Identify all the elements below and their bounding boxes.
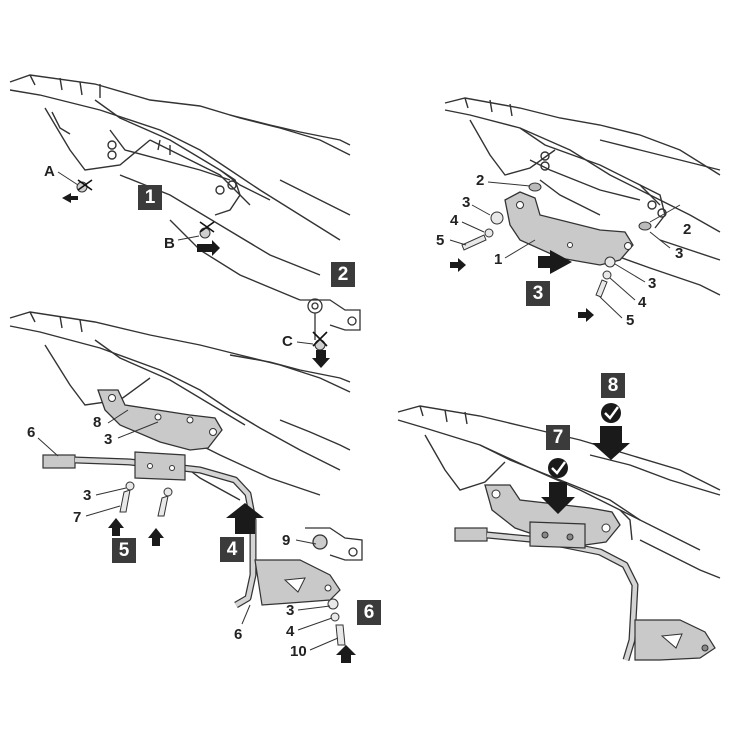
- bolt-c: [312, 331, 328, 351]
- motorcycle-rear-frame-1: [9, 74, 351, 301]
- callout-4-left: 4: [450, 212, 459, 229]
- arrow-icon: [108, 503, 356, 663]
- callout-3-right: 3: [648, 275, 657, 292]
- step-6: 6: [357, 600, 381, 625]
- bracket-c-detail-2: [305, 527, 363, 561]
- callout-3-bl: 3: [83, 487, 92, 504]
- callout-c: C: [282, 333, 293, 350]
- bolt-b: [199, 221, 215, 239]
- leader-lines-2: [449, 181, 681, 319]
- callout-6-top: 6: [27, 424, 36, 441]
- callout-7: 7: [73, 509, 82, 526]
- step-8: 8: [601, 373, 625, 398]
- callout-3-bl-top: 3: [104, 431, 113, 448]
- checkmark-icon: [548, 403, 621, 478]
- callout-4-right: 4: [638, 294, 647, 311]
- callout-3-bl-bottom: 3: [286, 602, 295, 619]
- step-3: 3: [526, 281, 550, 306]
- step-2: 2: [331, 262, 355, 287]
- callout-1: 1: [494, 251, 503, 268]
- assembled-carrier: [454, 484, 716, 662]
- callout-4-bl: 4: [286, 623, 295, 640]
- callout-6-bottom: 6: [234, 626, 243, 643]
- leader-lines-1: [57, 171, 314, 345]
- bracket-c-detail: [300, 298, 361, 340]
- callout-2-right: 2: [683, 221, 692, 238]
- spacer-2: [528, 182, 652, 231]
- hardware-set-tr: [461, 211, 616, 298]
- callout-8: 8: [93, 414, 102, 431]
- side-carrier-6: [42, 451, 341, 609]
- hardware-set-bl: [119, 481, 346, 646]
- callout-b: B: [164, 235, 175, 252]
- bracket-part-1: [504, 191, 634, 266]
- callout-3-left: 3: [462, 194, 471, 211]
- callout-5-left: 5: [436, 232, 445, 249]
- callout-2-left: 2: [476, 172, 485, 189]
- bolt-a: [76, 179, 93, 193]
- callout-10: 10: [290, 643, 307, 660]
- callout-a: A: [44, 163, 55, 180]
- step-7: 7: [546, 425, 570, 450]
- step-5: 5: [112, 538, 136, 563]
- callout-5-right: 5: [626, 312, 635, 329]
- leader-lines-3: [37, 409, 339, 651]
- motorcycle-rear-frame-4: [397, 405, 721, 579]
- step-4: 4: [220, 537, 244, 562]
- arrow-icon: [62, 193, 330, 368]
- step-1: 1: [138, 185, 162, 210]
- arrow-icon: [450, 250, 594, 322]
- arrow-icon: [541, 426, 630, 514]
- callout-9: 9: [282, 532, 291, 549]
- motorcycle-rear-frame-2: [444, 97, 721, 296]
- bracket-part-1-installed: [97, 389, 223, 451]
- callout-3-right-top: 3: [675, 245, 684, 262]
